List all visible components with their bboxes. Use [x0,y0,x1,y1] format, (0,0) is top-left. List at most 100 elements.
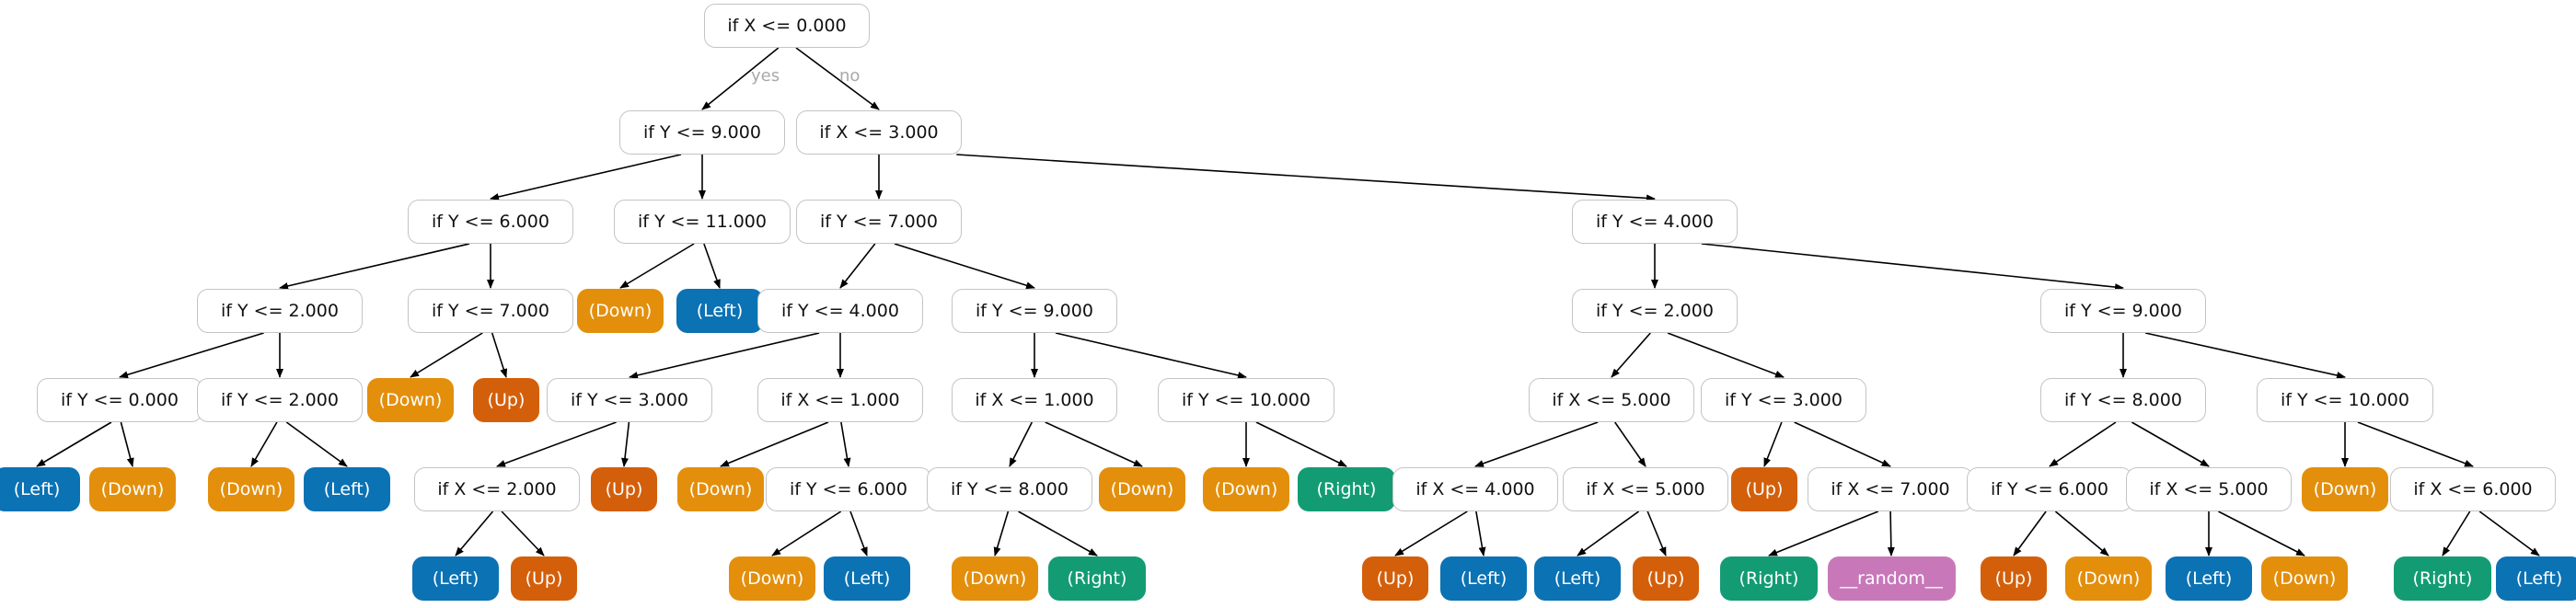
leaf-node-up: (Up) [473,378,539,422]
decision-node: if Y <= 7.000 [407,289,574,333]
leaf-node-down: (Down) [367,378,454,422]
tree-edge [2478,510,2540,556]
leaf-node-down: (Down) [2261,556,2348,601]
decision-node: if Y <= 2.000 [1571,289,1739,333]
decision-node: if Y <= 6.000 [407,200,574,244]
decision-node: if X <= 4.000 [1392,467,1559,511]
leaf-node-down: (Down) [89,467,176,511]
leaf-node-random: __random__ [1827,556,1956,601]
tree-edge [279,243,470,290]
leaf-node-left: (Left) [0,467,80,511]
tree-edge [2357,421,2474,467]
decision-node: if Y <= 3.000 [1700,378,1867,422]
tree-edge [119,332,264,379]
tree-edge [1667,332,1785,378]
leaf-node-down: (Down) [2302,467,2388,511]
tree-edge [1055,332,1247,379]
tree-edge [1475,510,1486,556]
tree-edge [36,421,112,467]
decision-node: if Y <= 3.000 [546,378,713,422]
decision-node: if Y <= 2.000 [196,378,364,422]
tree-edge [455,510,494,556]
leaf-node-right: (Right) [1720,556,1818,601]
tree-edge [840,421,851,467]
leaf-node-left: (Left) [2496,556,2576,601]
tree-edge [720,421,829,467]
leaf-node-down: (Down) [577,289,664,333]
tree-edge [619,243,695,289]
tree-edge [501,510,545,556]
tree-edge [1768,510,1879,556]
decision-node: if Y <= 4.000 [1571,200,1739,244]
decision-node: if X <= 0.000 [703,4,871,48]
decision-node: if X <= 5.000 [1528,378,1695,422]
tree-edge [771,510,842,556]
decision-node: if X <= 5.000 [1562,467,1729,511]
decision-node: if Y <= 6.000 [765,467,932,511]
leaf-node-down: (Down) [729,556,815,601]
tree-edge [2049,421,2117,467]
leaf-node-right: (Right) [1048,556,1146,601]
leaf-node-left: (Left) [824,556,910,601]
decision-node: if X <= 3.000 [795,110,963,155]
decision-node: if X <= 2.000 [413,467,581,511]
decision-node: if X <= 1.000 [951,378,1118,422]
leaf-node-up: (Up) [511,556,577,601]
leaf-node-left: (Left) [1440,556,1527,601]
tree-edge [250,421,278,467]
tree-edge [2218,510,2305,556]
tree-edge [2054,510,2109,556]
tree-edge [849,510,868,556]
tree-edge [894,243,1035,290]
leaf-node-up: (Up) [1731,467,1797,511]
leaf-node-up: (Up) [1362,556,1428,601]
decision-node: if X <= 1.000 [757,378,924,422]
leaf-node-up: (Up) [1633,556,1699,601]
decision-node: if Y <= 4.000 [757,289,924,333]
leaf-node-left: (Left) [676,289,763,333]
tree-edge [285,421,348,467]
edge-label-no: no [839,66,861,86]
tree-edge [839,243,876,289]
tree-edge [491,332,508,378]
decision-node: if Y <= 8.000 [2039,378,2207,422]
decision-node: if Y <= 6.000 [1966,467,2133,511]
decision-node: if Y <= 10.000 [1157,378,1335,422]
tree-edge [1474,421,1599,467]
decision-node: if Y <= 9.000 [951,289,1118,333]
decision-node: if Y <= 8.000 [926,467,1093,511]
tree-edge [1394,510,1468,556]
leaf-node-down: (Down) [1099,467,1185,511]
leaf-node-left: (Left) [412,556,499,601]
leaf-node-down: (Down) [677,467,764,511]
tree-edge [1794,421,1891,467]
tree-edge [1701,243,2124,292]
tree-edge [1614,421,1646,467]
tree-edge [703,243,721,289]
decision-node: if Y <= 7.000 [795,200,963,244]
tree-edge [2131,421,2210,467]
edge-label-yes: yes [751,66,780,86]
decision-node: if X <= 6.000 [2389,467,2557,511]
tree-edge [2013,510,2047,556]
leaf-node-down: (Down) [2065,556,2152,601]
leaf-node-right: (Right) [1298,467,1395,511]
leaf-node-right: (Right) [2394,556,2491,601]
leaf-node-up: (Up) [591,467,657,511]
tree-edge [490,154,682,201]
leaf-node-left: (Left) [2166,556,2252,601]
decision-node: if Y <= 9.000 [618,110,786,155]
decision-node: if X <= 7.000 [1807,467,1974,511]
tree-edge [1009,421,1034,467]
tree-edge [1577,510,1640,556]
tree-edge [1611,332,1651,378]
tree-edge [1018,510,1098,556]
tree-edge [2442,510,2471,556]
leaf-node-left: (Left) [1534,556,1621,601]
decision-node: if Y <= 9.000 [2039,289,2207,333]
tree-edge [1646,510,1667,556]
tree-edge [496,421,617,467]
tree-edge [621,421,630,467]
tree-edge [701,47,780,110]
